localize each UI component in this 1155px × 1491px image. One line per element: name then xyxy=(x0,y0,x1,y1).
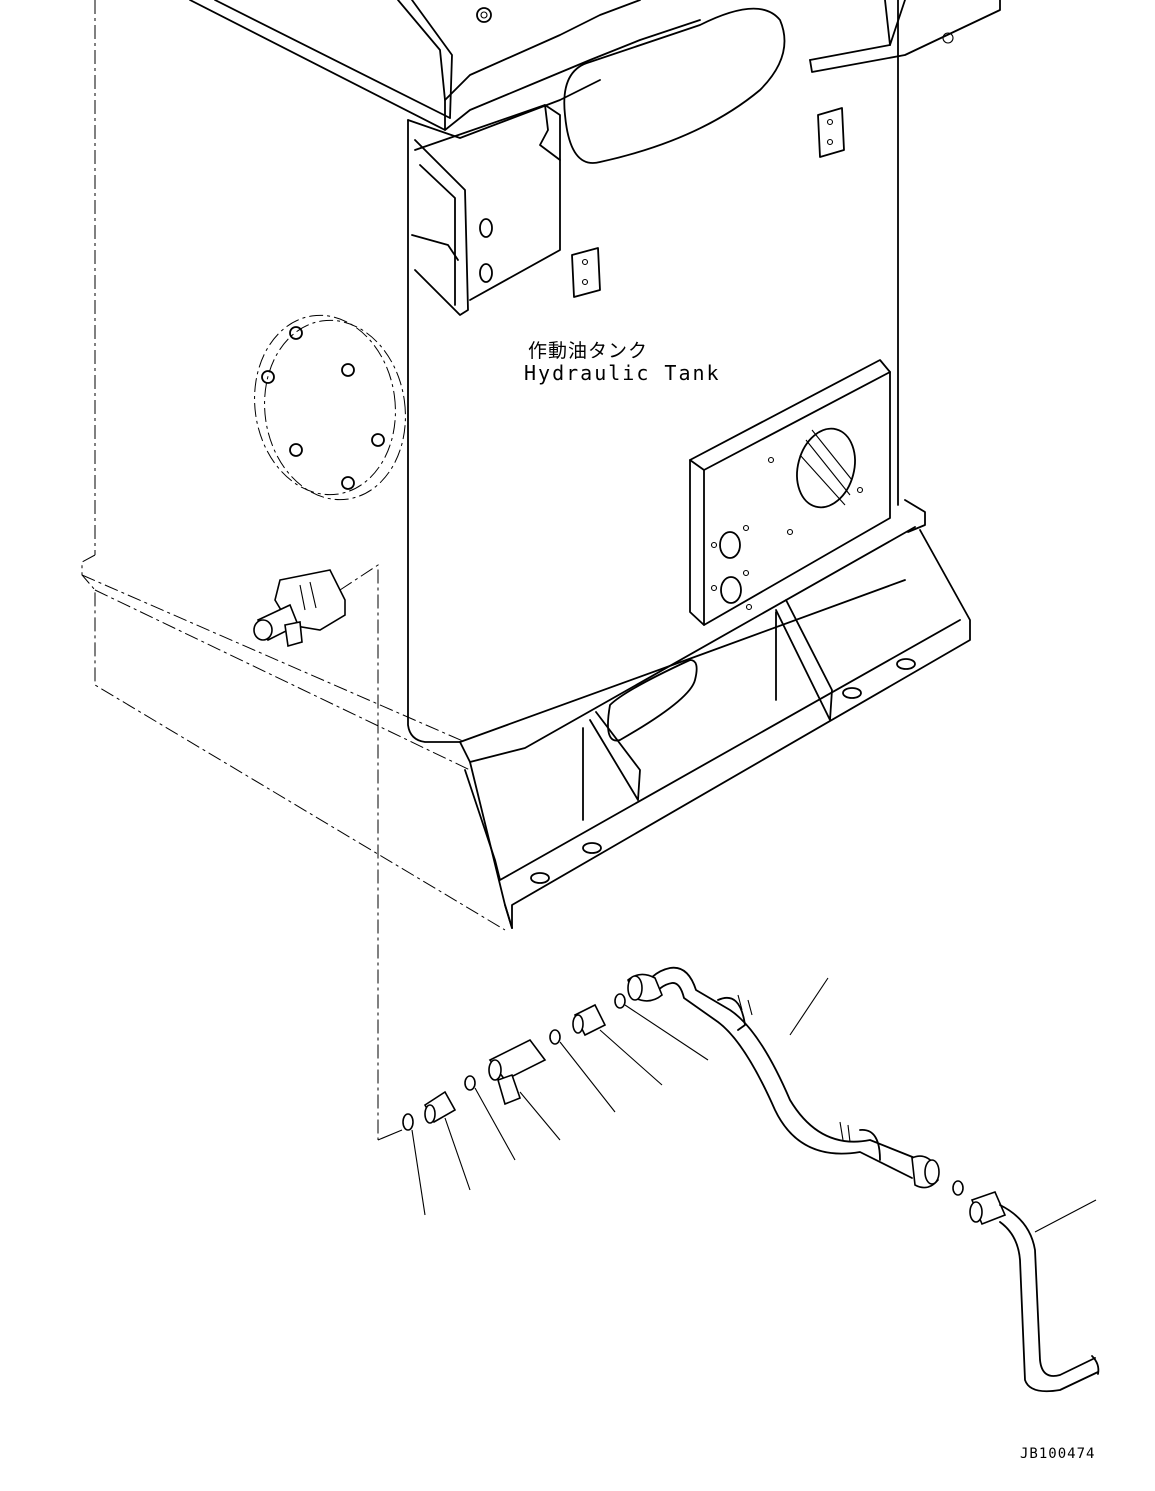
o-ring-icon xyxy=(402,1113,414,1131)
fittings xyxy=(402,993,964,1196)
inspection-cover-icon xyxy=(254,314,406,501)
tank-label-english: Hydraulic Tank xyxy=(524,361,721,385)
hydraulic-tank-body xyxy=(94,0,906,743)
tank-top-housing xyxy=(189,0,1001,164)
o-ring-icon xyxy=(464,1075,476,1091)
o-ring-icon xyxy=(952,1180,964,1196)
tank-label-japanese: 作動油タンク xyxy=(528,340,649,362)
tank-base-frame xyxy=(81,499,971,931)
tank-side-bracket xyxy=(411,104,845,316)
drawing-number: JB100474 xyxy=(1020,1446,1096,1462)
o-ring-icon xyxy=(549,1029,561,1045)
drain-valve-icon xyxy=(253,564,379,1140)
callout-leaders xyxy=(377,1004,709,1216)
o-ring-icon xyxy=(614,993,626,1009)
hose-icon xyxy=(627,966,940,1189)
pump-mount-plate xyxy=(689,359,891,626)
pipe-icon xyxy=(969,1191,1100,1393)
